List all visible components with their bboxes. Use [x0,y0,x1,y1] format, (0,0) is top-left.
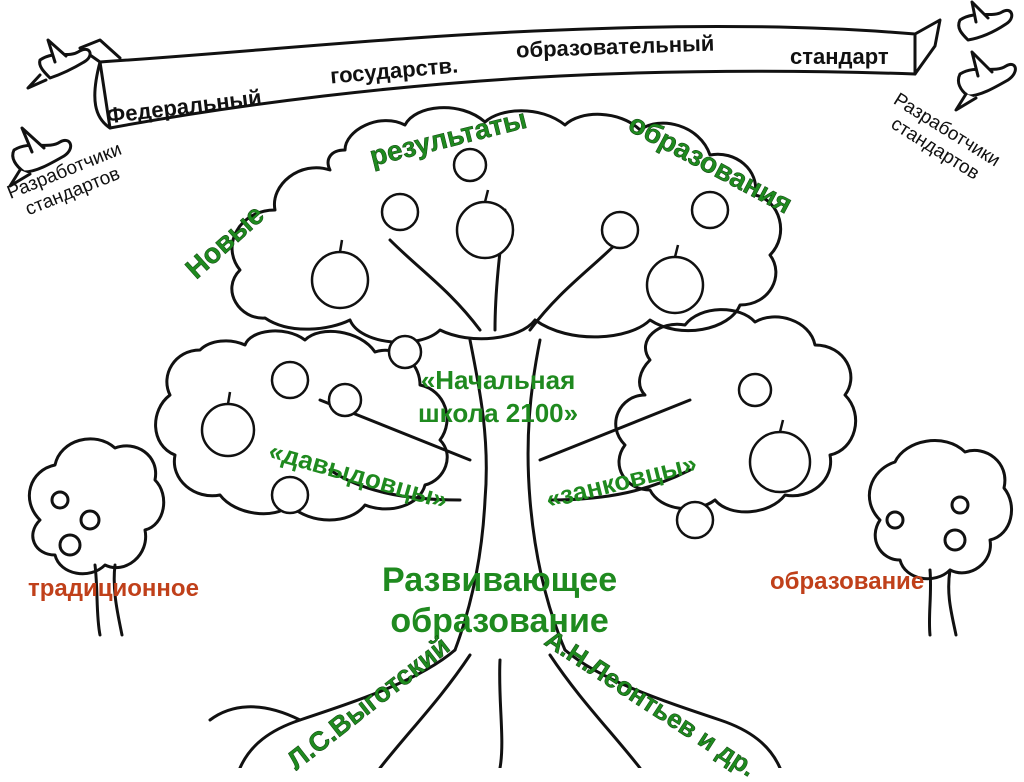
apple-icon [310,239,370,310]
apple-icon [327,382,363,418]
banner-word-4: стандарт [790,44,889,69]
apple-icon [270,475,310,515]
apple-icon [452,147,488,183]
apple-icon [380,192,420,232]
tree-trunk [453,338,567,652]
apple-icon [675,500,715,540]
apple-icon [455,189,515,260]
apple-icon [690,190,730,230]
apple-icon [387,334,423,370]
crown-right [614,308,858,514]
side-right-label: образование [770,568,925,595]
bird-icon [26,38,92,90]
trunk-title: Развивающее образование [382,561,618,640]
side-left-label: традиционное [28,575,199,602]
apple-icon [645,244,705,315]
apple-icon [748,419,812,494]
crown-upper [230,106,783,344]
crown-left [154,329,449,522]
bird-icon [954,50,1017,112]
apple-icon [737,372,773,408]
bird-icon [8,126,73,188]
tree-roots [208,648,782,768]
center-program-label: «Начальная школа 2100» [418,365,579,428]
bird-icon [957,0,1014,42]
apple-icon [600,210,640,250]
apple-icon [270,360,310,400]
tree-icon [27,437,166,637]
apple-icon [200,391,256,458]
tree-icon [867,439,1013,637]
